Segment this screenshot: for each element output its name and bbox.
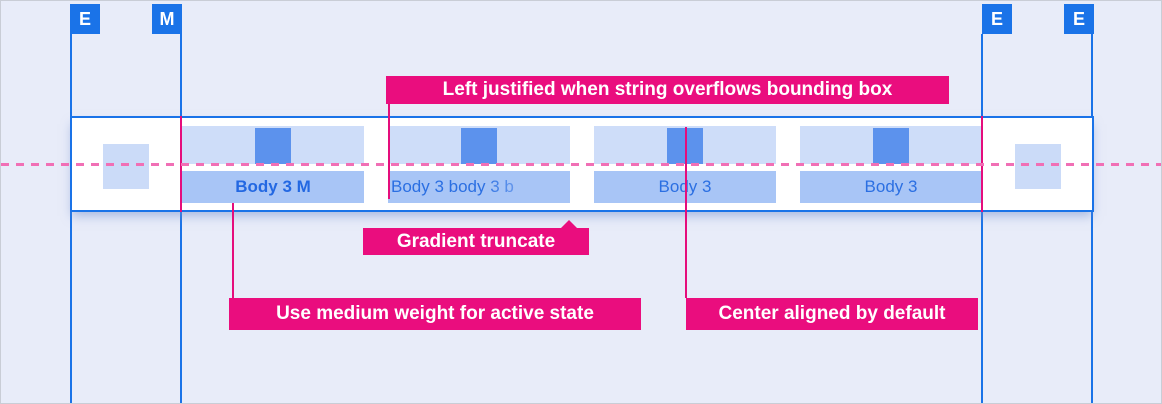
guide-line-margin: [180, 34, 182, 403]
tab-label: Body 3 M: [182, 171, 364, 203]
guide-line-right-edge: [1091, 34, 1093, 403]
guide-marker-m: M: [152, 4, 182, 34]
guide-line-left-edge: [70, 34, 72, 403]
annotation-medium-weight: Use medium weight for active state: [229, 298, 641, 330]
tab-item-active[interactable]: Body 3 M: [182, 126, 364, 203]
right-margin-icon-placeholder: [1015, 144, 1061, 189]
annotation-center-aligned: Center aligned by default: [686, 298, 978, 330]
annotation-gradient-truncate: Gradient truncate: [363, 220, 589, 255]
center-dashed-line: [1, 163, 1161, 166]
tab-item-truncated[interactable]: Body 3 body 3 b: [388, 126, 570, 203]
tab-icon-placeholder: [873, 128, 909, 164]
gradient-truncate-fade: [482, 171, 570, 203]
leader-line-medium-weight: [232, 203, 234, 298]
annotation-left-justified: Left justified when string overflows bou…: [386, 76, 949, 104]
tab-icon-placeholder: [255, 128, 291, 164]
guide-marker-e-right: E: [1064, 4, 1094, 34]
tab-label: Body 3: [800, 171, 982, 203]
tab-item[interactable]: Body 3: [800, 126, 982, 203]
leader-line-left-justified: [388, 104, 390, 199]
leader-line-center-aligned: [685, 127, 687, 298]
guide-marker-e-left: E: [70, 4, 100, 34]
left-margin-icon-placeholder: [103, 144, 149, 189]
guide-line-right-inner-edge: [981, 34, 983, 403]
tab-icon-row: [800, 126, 982, 164]
tab-icon-row: [388, 126, 570, 164]
guide-marker-e-right-inner: E: [982, 4, 1012, 34]
tab-icon-placeholder: [461, 128, 497, 164]
tab-icon-row: [182, 126, 364, 164]
